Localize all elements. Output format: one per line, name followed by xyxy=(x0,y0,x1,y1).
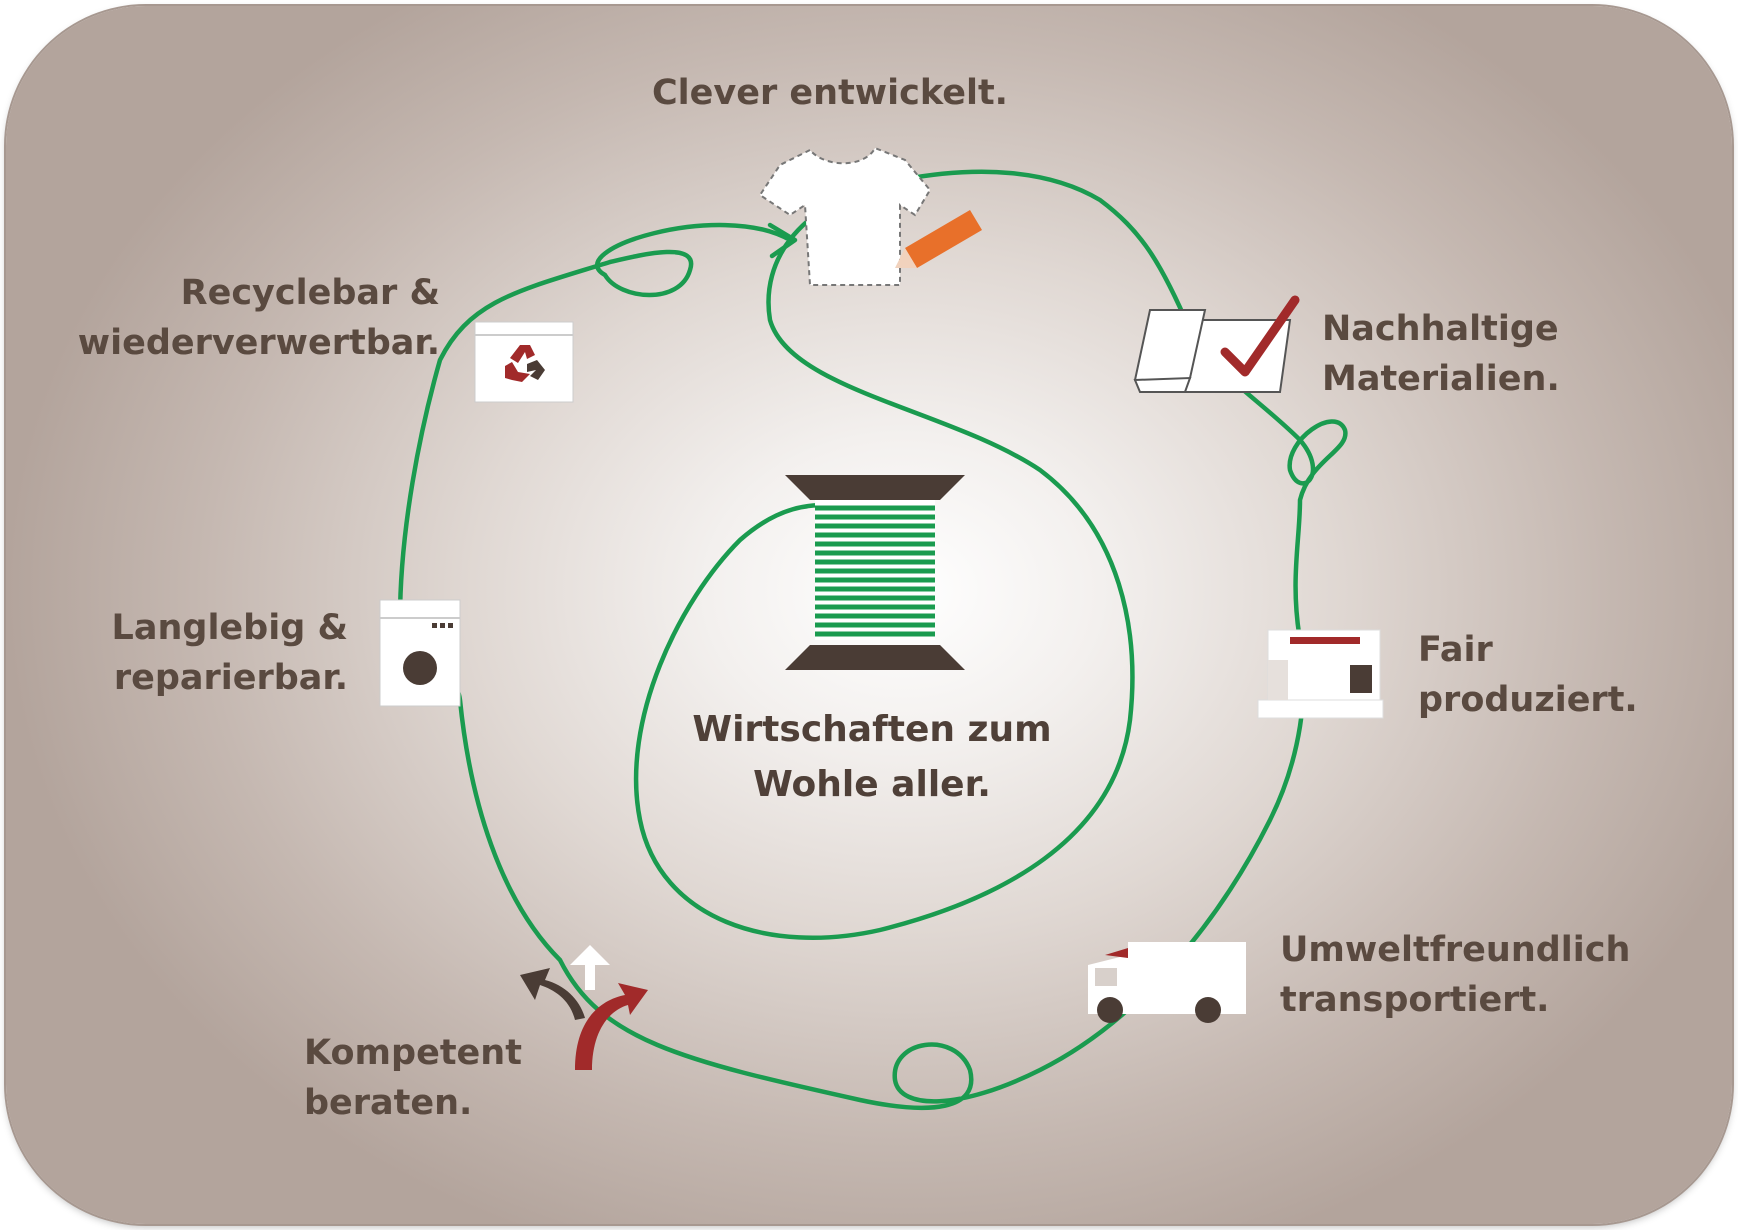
stage-clever-label: Clever entwickelt. xyxy=(652,68,1008,118)
stage-durable-line2: reparierbar. xyxy=(113,658,348,698)
truck-icon xyxy=(1088,942,1246,1023)
stage-durable-line1: Langlebig & xyxy=(111,608,348,648)
stage-advice-label: Kompetent beraten. xyxy=(304,1028,522,1128)
stage-transport-label: Umweltfreundlich transportiert. xyxy=(1280,925,1630,1025)
stage-recycle-line1: Recyclebar & xyxy=(180,273,440,313)
thread-spool-icon xyxy=(785,475,965,670)
stage-fair-line2: produziert. xyxy=(1418,680,1638,720)
stage-clever-line1: Clever entwickelt. xyxy=(652,73,1008,113)
stage-advice-line1: Kompetent xyxy=(304,1033,522,1073)
sewing-machine-icon xyxy=(1257,629,1384,719)
center-label: Wirtschaften zum Wohle aller. xyxy=(672,702,1072,812)
stage-transport-line1: Umweltfreundlich xyxy=(1280,930,1631,970)
stage-recycle-line2: wiederverwertbar. xyxy=(77,323,440,363)
fabric-checkmark-icon xyxy=(1133,295,1300,393)
washing-machine-icon xyxy=(379,599,461,707)
stage-materials-label: Nachhaltige Materialien. xyxy=(1322,304,1560,404)
stage-materials-line1: Nachhaltige xyxy=(1322,309,1559,349)
stage-transport-line2: transportiert. xyxy=(1280,980,1550,1020)
center-line2: Wohle aller. xyxy=(753,764,991,805)
thread-path xyxy=(397,169,1348,1110)
stage-fair-line1: Fair xyxy=(1418,630,1493,670)
direction-arrows-icon xyxy=(520,945,648,1070)
stage-recycle-label: Recyclebar & wiederverwertbar. xyxy=(40,268,440,368)
stage-materials-line2: Materialien. xyxy=(1322,359,1560,399)
stage-fair-label: Fair produziert. xyxy=(1418,625,1638,725)
recycling-bin-icon xyxy=(474,321,574,403)
stage-durable-label: Langlebig & reparierbar. xyxy=(94,603,348,703)
center-line1: Wirtschaften zum xyxy=(692,709,1052,750)
stage-advice-line2: beraten. xyxy=(304,1083,473,1123)
tshirt-pencil-icon xyxy=(758,146,982,286)
thread-arrow-icon xyxy=(767,222,798,259)
